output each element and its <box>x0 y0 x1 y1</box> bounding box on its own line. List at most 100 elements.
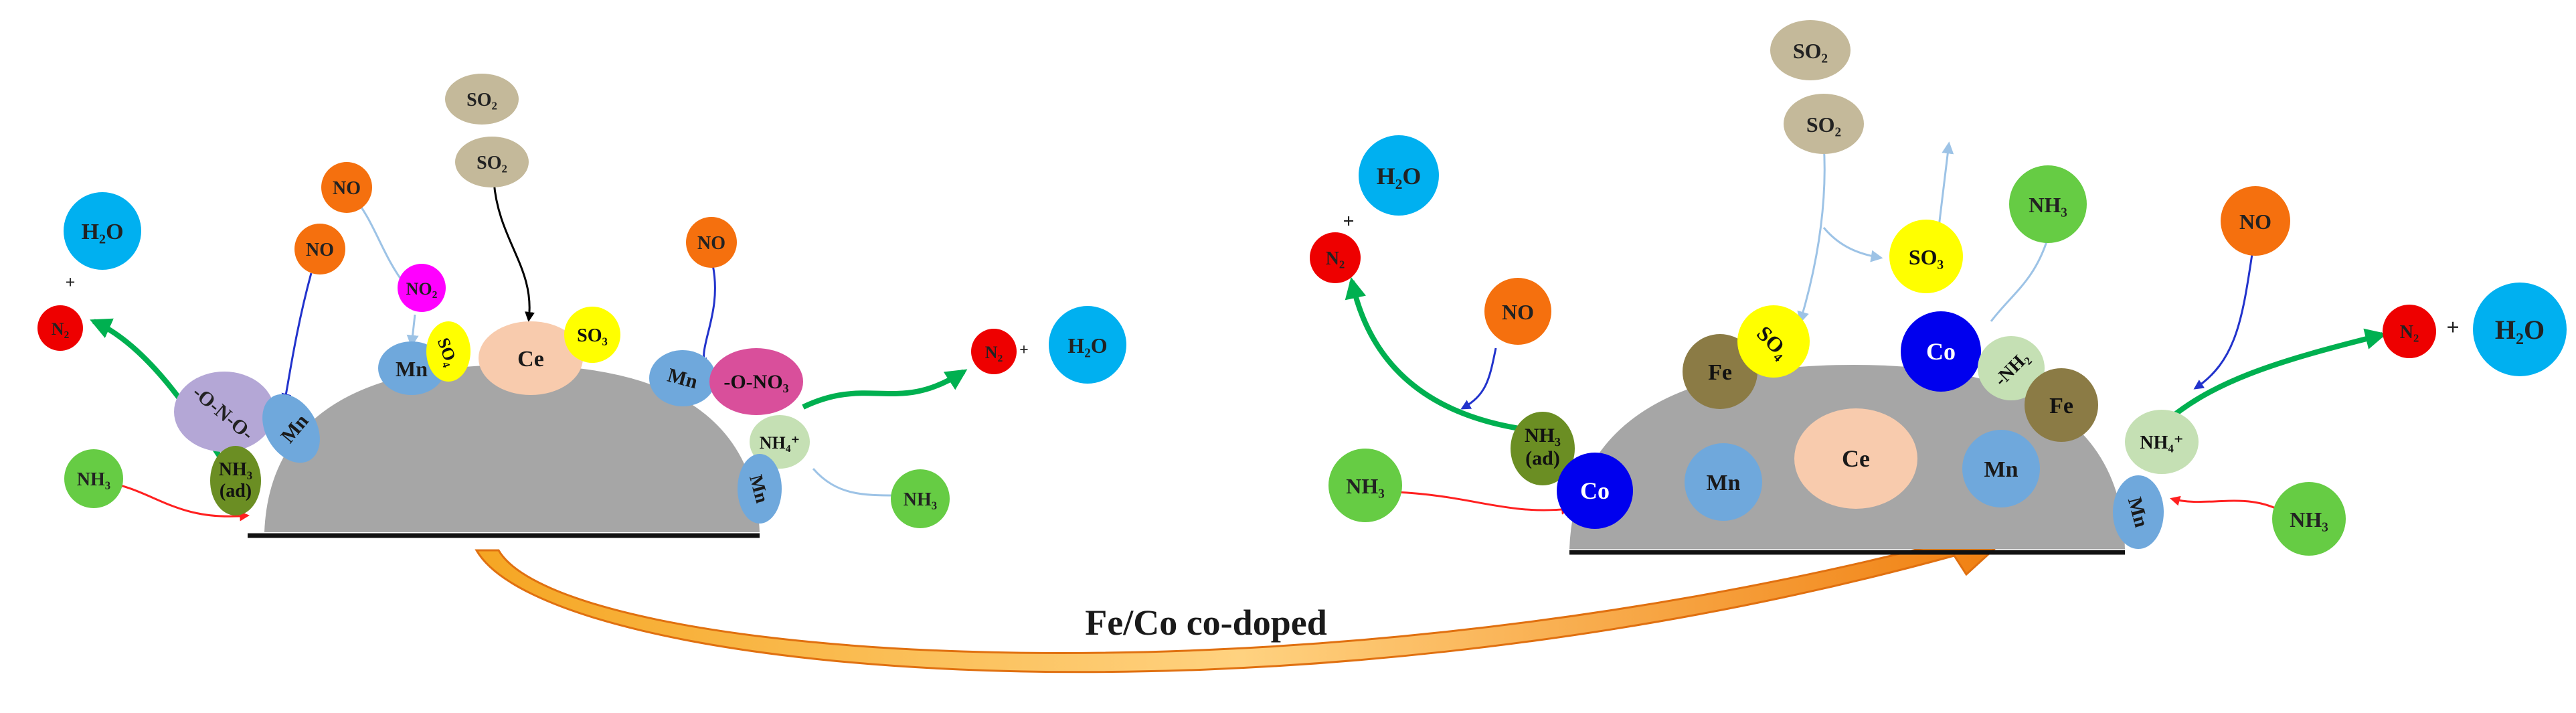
arrow-so2-to-so3 <box>1822 227 1883 262</box>
co-label: Co <box>1926 338 1956 365</box>
n2-molecule-right-1 <box>1310 232 1361 283</box>
arrow-n2-release-right <box>1345 276 1520 431</box>
nh4-label: NH₄⁺ <box>760 433 800 453</box>
arrow-so2-to-ce <box>493 181 535 322</box>
n2-molecule-left-1 <box>37 305 83 351</box>
mn-label: Mn <box>396 357 428 381</box>
co-label: Co <box>1580 477 1610 504</box>
transition-caption: Fe/Co co-doped <box>1085 603 1326 643</box>
nh3-ad-label-line2: (ad) <box>1525 447 1560 469</box>
nh3-molecule-left-2 <box>891 469 950 528</box>
fe-site-right-1 <box>1683 334 1757 409</box>
no-label: NO <box>306 240 334 260</box>
no-molecule-right-2 <box>2221 186 2290 256</box>
plus-sign: + <box>2446 315 2459 340</box>
co-site-right-1 <box>1901 311 1981 392</box>
h2o-label: H₂O <box>81 220 123 244</box>
n2-molecule-left-2 <box>971 329 1017 374</box>
no-molecule-right-1 <box>1484 278 1551 345</box>
nh3-ad-label-line2: (ad) <box>220 481 252 501</box>
arrow-nh3-to-nh2 <box>1990 237 2049 322</box>
n2-molecule-right-2 <box>2383 305 2436 358</box>
ce-label: Ce <box>1842 445 1870 472</box>
nh3-label: NH₃ <box>77 469 110 490</box>
mn-label: Mn <box>1984 457 2019 482</box>
no-label: NO <box>333 178 361 199</box>
arrow-no-to-nh3ad <box>1460 347 1497 410</box>
right-species: Ce Mn Mn Fe SO₄ Co -NH₂ Fe NH₃ (ad) Co N… <box>1310 20 2567 556</box>
nh3-molecule-right-2 <box>1328 449 1402 522</box>
support-particle-left <box>264 365 760 532</box>
nitrate-label: -O-NO₃ <box>723 371 788 393</box>
no-molecule-left-1 <box>321 162 372 213</box>
arrow-no-to-mn-left <box>281 272 313 404</box>
no-molecule-left-2 <box>294 224 345 274</box>
h2o-molecule-left-2 <box>1049 306 1126 384</box>
nh2-species-right <box>1978 336 2045 400</box>
no2-label: NO₂ <box>406 279 438 299</box>
ce-label: Ce <box>517 347 544 372</box>
mn-label: Mn <box>1707 471 1741 495</box>
nitrite-species <box>174 372 274 452</box>
plus-sign: + <box>66 272 76 292</box>
nh3-molecule-right-1 <box>2009 165 2087 243</box>
ce-site-left <box>479 321 583 395</box>
so2-label: SO₂ <box>1806 112 1841 137</box>
arrow-no-to-nitrate <box>697 264 716 369</box>
nh4-species-right <box>2125 410 2199 474</box>
so2-molecule-right-1 <box>1770 20 1851 80</box>
right-arrows <box>1345 141 2387 517</box>
so2-molecule-right-2 <box>1784 94 1864 154</box>
h2o-molecule-right-2 <box>2473 283 2567 376</box>
arrow-n2-h2o-release-left <box>802 369 968 410</box>
ce-site-right <box>1794 408 1917 509</box>
so4-species-right <box>1737 305 1810 378</box>
no-label: NO <box>1502 300 1534 324</box>
fe-label: Fe <box>2049 394 2073 418</box>
h2o-label: H₂O <box>2495 315 2545 345</box>
arrow-n2-h2o-release-right <box>2156 328 2387 430</box>
arrow-nh3-adsorb-right <box>1395 491 1571 515</box>
nh3-ad-label-line1: NH₃ <box>219 459 252 480</box>
no-molecule-left-3 <box>686 217 737 268</box>
mn-site-left-1 <box>262 394 320 463</box>
nh3-molecule-right-3 <box>2272 482 2346 556</box>
fe-site-right-2 <box>2025 368 2098 442</box>
so3-species-right <box>1889 220 1963 293</box>
so2-label: SO₂ <box>1793 39 1828 63</box>
so2-molecule-left-1 <box>445 74 519 125</box>
n2-label: N₂ <box>52 319 70 339</box>
nh4-label: NH₄⁺ <box>2140 432 2183 453</box>
n2-label: N₂ <box>2400 322 2419 343</box>
no-label: NO <box>2239 210 2271 234</box>
mn-site-right-2 <box>1962 430 2040 507</box>
h2o-molecule-right-1 <box>1359 135 1439 216</box>
so3-species-left <box>564 307 620 363</box>
mn-site-right-1 <box>1685 443 1762 521</box>
nh3-label: NH₃ <box>904 489 937 510</box>
arrow-nh3-to-nh4-left <box>812 468 897 497</box>
arrow-so2-to-so4 <box>1797 143 1826 324</box>
h2o-label: H₂O <box>1377 163 1422 189</box>
so2-label: SO₂ <box>477 153 507 173</box>
arrow-nh3-to-mn-right <box>2170 495 2290 517</box>
n2-label: N₂ <box>985 343 1003 362</box>
nh3-label: NH₃ <box>1346 474 1385 498</box>
h2o-molecule-left-1 <box>64 192 141 270</box>
mn-site-left-4 <box>738 454 782 524</box>
left-species: -O-N-O- Mn Mn Ce SO₄ SO₃ Mn -O-NO₃ NH₄⁺ … <box>37 74 1126 528</box>
mn-site-right-3 <box>2113 475 2164 549</box>
arrow-no2-down <box>406 314 419 347</box>
arrow-so3-leave <box>1936 141 1954 238</box>
so2-label: SO₂ <box>466 90 497 110</box>
co-site-right-2 <box>1557 453 1633 529</box>
plus-sign: + <box>1343 210 1354 232</box>
nh3-label: NH₃ <box>2290 507 2328 532</box>
fe-label: Fe <box>1708 360 1732 385</box>
so3-label: SO₃ <box>1909 245 1944 269</box>
nh3-label: NH₃ <box>2029 193 2067 217</box>
nitrate-species <box>709 348 803 415</box>
so3-label: SO₃ <box>577 325 608 346</box>
nh3-ad-label-line1: NH₃ <box>1525 424 1561 447</box>
